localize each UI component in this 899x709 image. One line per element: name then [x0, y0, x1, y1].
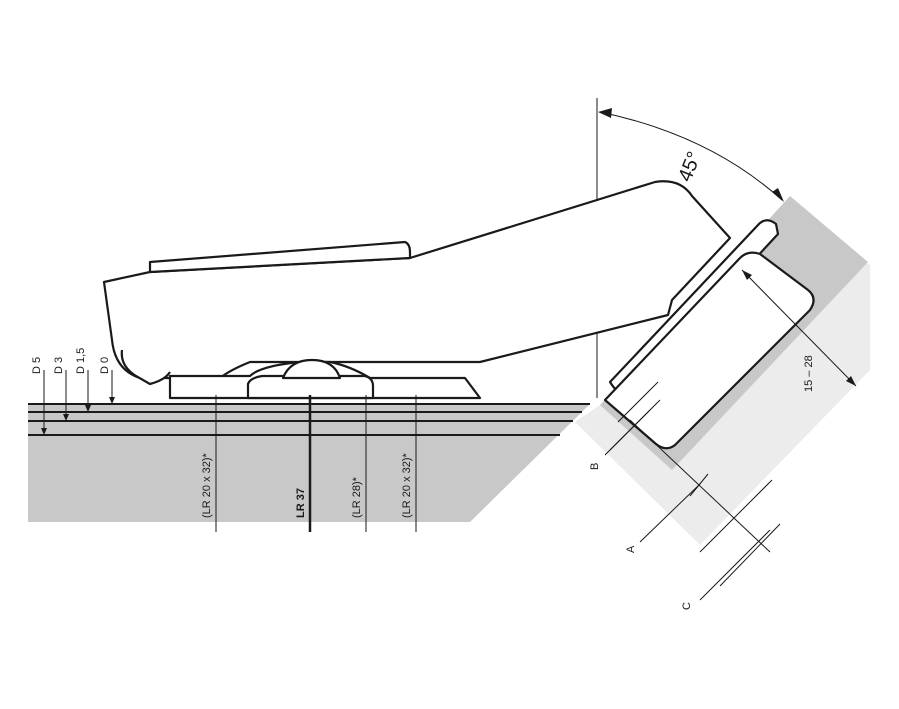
- drill-label-lr20-left: (LR 20 x 32)*: [201, 452, 213, 518]
- mounting-plate-block: [246, 374, 375, 400]
- range-arrow-start: [742, 270, 752, 280]
- hinge-cup: [603, 251, 815, 450]
- dim-c-ext-1: [699, 479, 773, 553]
- depth-label-d0: D 0: [99, 357, 111, 374]
- hinge-arm: [102, 180, 732, 380]
- hinge-arm-curl: [120, 349, 171, 386]
- door-guide-line: [629, 419, 771, 553]
- angle-arrow-end: [772, 188, 784, 202]
- angle-arrow-start: [598, 108, 612, 118]
- depth-label-d15: D 1,5: [75, 348, 87, 374]
- angle-arc: [599, 111, 783, 201]
- drill-lines: [215, 395, 417, 532]
- range-dimension-line: [741, 269, 857, 387]
- dim-b-line: [604, 399, 661, 456]
- dim-b-ext-1: [617, 381, 659, 423]
- range-label: 15 – 28: [803, 355, 815, 392]
- depth-label-d5: D 5: [31, 357, 43, 374]
- hinge-arm-cap: [148, 240, 412, 274]
- dim-a-label: A: [625, 545, 637, 553]
- drill-label-lr28: (LR 28)*: [351, 476, 363, 518]
- dim-b-label: B: [589, 463, 601, 470]
- dim-a-line: [639, 483, 701, 543]
- depth-indicators: [41, 370, 115, 435]
- depth-label-d3: D 3: [53, 357, 65, 374]
- range-arrow-end: [846, 376, 856, 386]
- dim-c-ext-2: [719, 523, 781, 587]
- angle-label: 45°: [674, 149, 706, 185]
- dim-c-line: [699, 529, 771, 601]
- drill-label-lr20-right: (LR 20 x 32)*: [401, 452, 413, 518]
- drill-label-lr37: LR 37: [295, 488, 307, 518]
- dim-c-label: C: [681, 602, 693, 610]
- mounting-screw: [281, 358, 342, 380]
